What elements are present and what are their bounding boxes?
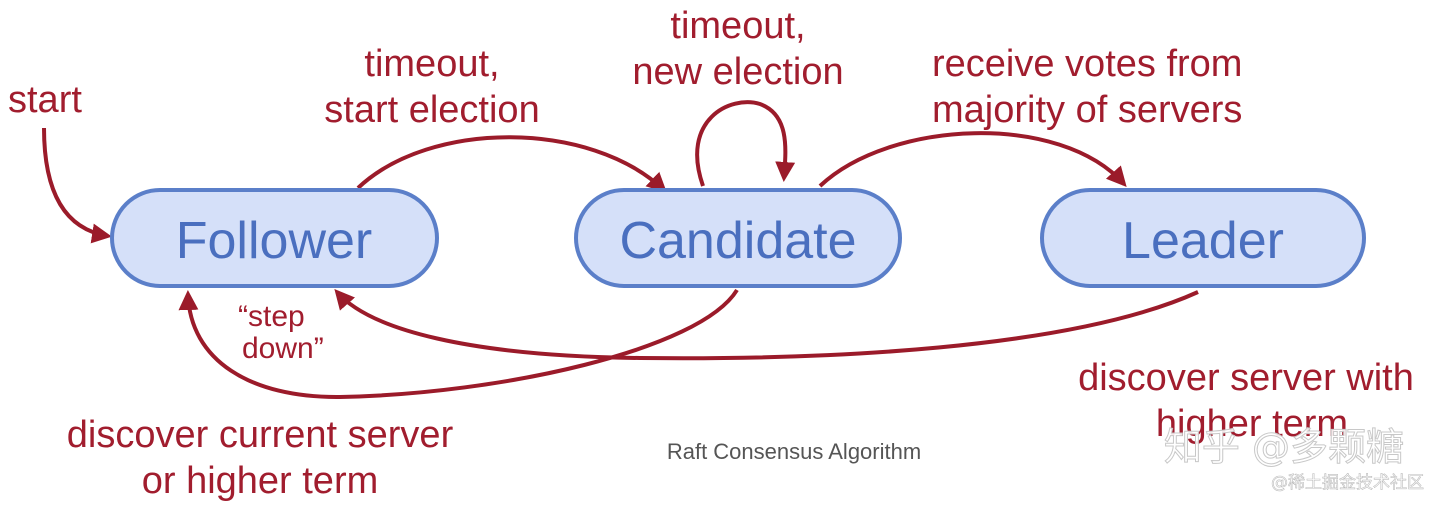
start-arrow	[42, 127, 112, 244]
step-down-line-1: “step	[238, 300, 305, 333]
leader-to-follower-arrow	[334, 288, 1199, 361]
diagram-caption: Raft Consensus Algorithm	[667, 439, 921, 464]
timeout-start-election-line-1: timeout,	[364, 43, 499, 85]
discover-server-higher-term-line-2: higher term	[1156, 403, 1348, 445]
candidate-self-loop-arrow	[695, 100, 796, 187]
discover-current-server-line-2: or higher term	[142, 460, 379, 502]
state-leader-label: Leader	[1122, 212, 1284, 270]
step-down-line-2: down”	[242, 332, 324, 365]
state-candidate-box	[574, 188, 902, 288]
receive-votes-label: receive votes from majority of servers	[932, 43, 1242, 131]
state-leader: Leader	[1040, 188, 1366, 288]
state-follower-label: Follower	[176, 212, 373, 270]
candidate-to-follower-arrow	[178, 288, 739, 400]
discover-server-higher-term-line-1: discover server with	[1078, 357, 1414, 399]
receive-votes-line-2: majority of servers	[932, 89, 1242, 131]
start-label: start	[8, 79, 82, 121]
discover-server-higher-term-label: discover server with higher term	[1078, 357, 1414, 445]
state-candidate: Candidate	[574, 188, 902, 288]
state-follower-box	[110, 188, 439, 288]
timeout-new-election-line-1: timeout,	[670, 5, 805, 47]
zhihu-watermark: 知乎 @多颗糖	[1164, 425, 1404, 469]
step-down-label: “step down”	[238, 300, 324, 365]
candidate-to-leader-arrow	[818, 131, 1127, 188]
state-candidate-label: Candidate	[619, 212, 856, 270]
follower-to-candidate-arrow	[356, 135, 667, 193]
receive-votes-line-1: receive votes from	[932, 43, 1242, 85]
state-follower: Follower	[110, 188, 439, 288]
discover-current-server-label: discover current server or higher term	[67, 414, 454, 502]
juejin-watermark: @稀土掘金技术社区	[1271, 473, 1424, 493]
timeout-start-election-label: timeout, start election	[324, 43, 539, 131]
state-leader-box	[1040, 188, 1366, 288]
discover-current-server-line-1: discover current server	[67, 414, 454, 456]
timeout-new-election-line-2: new election	[632, 51, 843, 93]
timeout-new-election-label: timeout, new election	[632, 5, 843, 93]
timeout-start-election-line-2: start election	[324, 89, 539, 131]
